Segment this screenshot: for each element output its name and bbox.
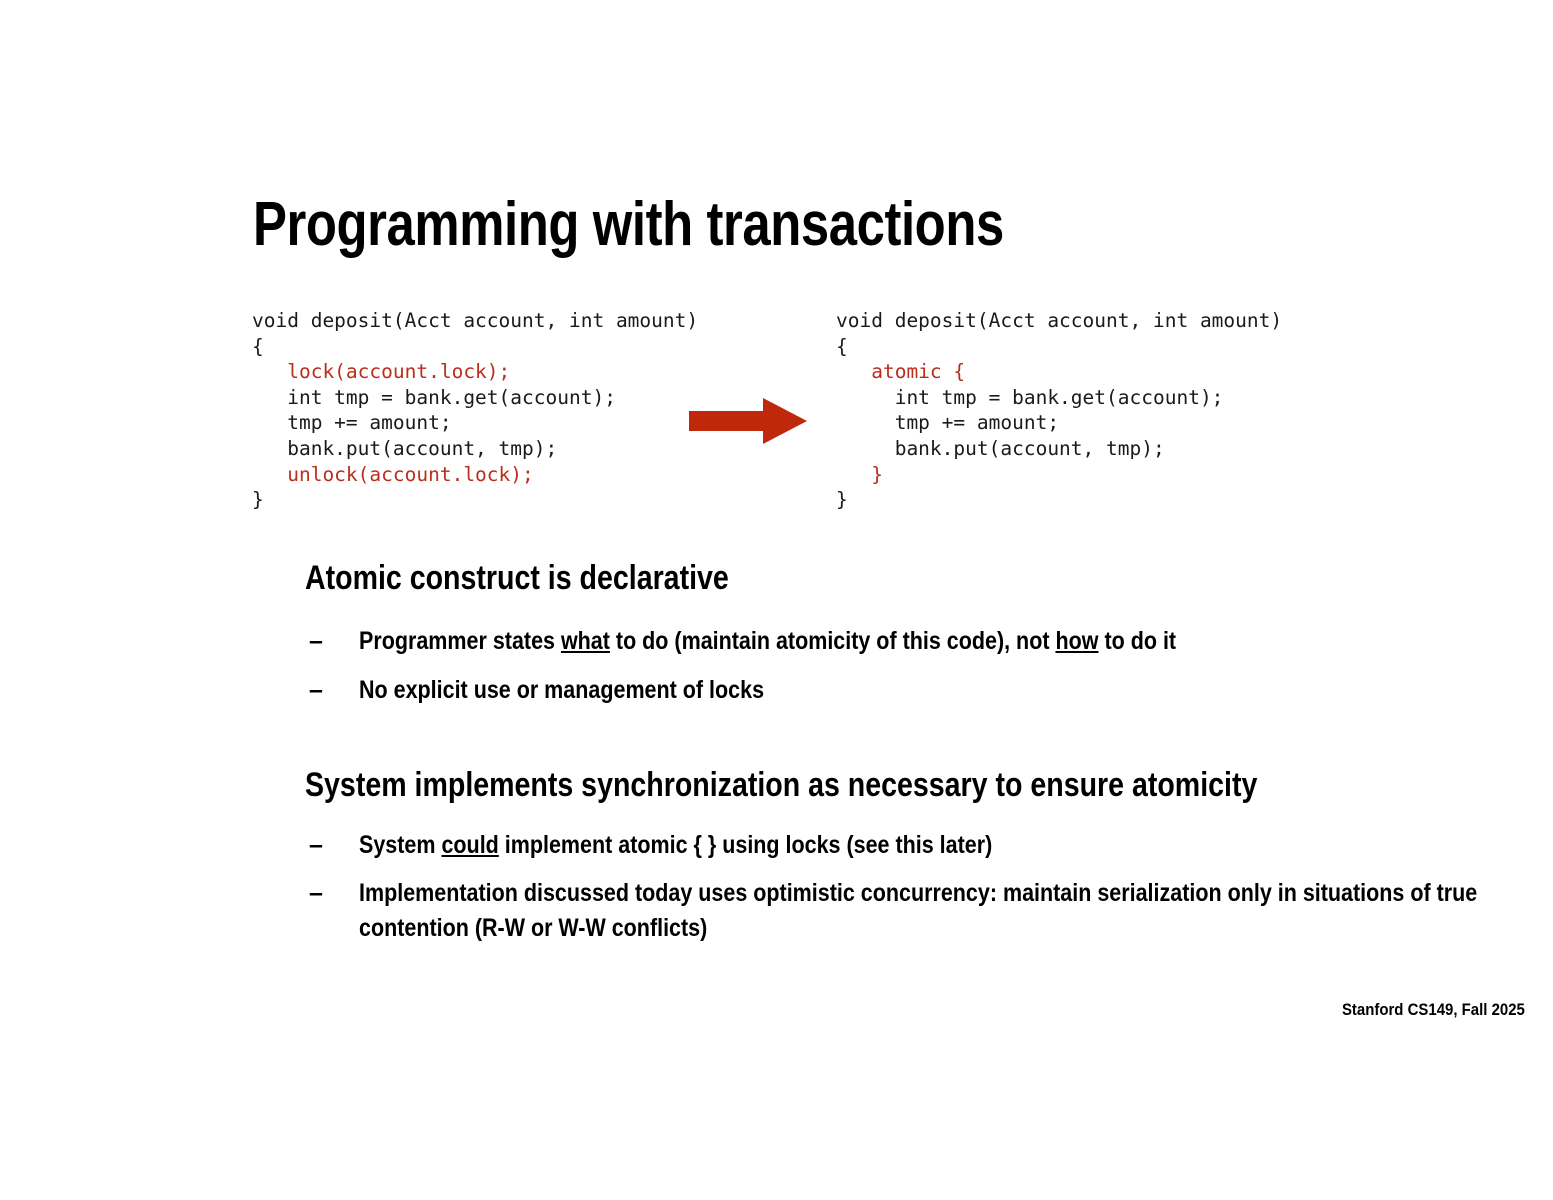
list-item: – No explicit use or management of locks (309, 673, 1209, 708)
text-run: System (359, 831, 442, 859)
emphasis-underline: what (560, 627, 610, 655)
code-line: } (836, 462, 883, 486)
section-heading-atomic-declarative: Atomic construct is declarative (305, 559, 729, 597)
text-run: Programmer states (359, 627, 561, 655)
code-line: atomic { (836, 360, 966, 384)
bullet-dash-icon: – (309, 676, 323, 704)
code-line: tmp += amount; (836, 411, 1060, 435)
code-line: bank.put(account, tmp); (836, 436, 1165, 460)
code-line: } (836, 488, 848, 512)
list-item-label: System could implement atomic { } using … (359, 828, 1357, 863)
code-line: void deposit(Acct account, int amount) (836, 309, 1283, 332)
code-line: lock(account.lock); (252, 360, 511, 384)
bullet-dash-icon: – (309, 627, 323, 655)
code-line: { (252, 334, 264, 358)
code-line: int tmp = bank.get(account); (252, 385, 616, 409)
code-block-lock-version: void deposit(Acct account, int amount) {… (252, 308, 698, 513)
emphasis-underline: how (1055, 627, 1099, 655)
text-run: No explicit use or management of locks (359, 676, 765, 704)
list-item: – Programmer states what to do (maintain… (309, 624, 1459, 659)
section-heading-system-synchronization: System implements synchronization as nec… (305, 766, 1258, 804)
text-run: to do it (1098, 627, 1177, 655)
code-line: { (836, 334, 848, 358)
list-item: – Implementation discussed today uses op… (309, 876, 1539, 946)
list-item-label: Programmer states what to do (maintain a… (359, 624, 1506, 659)
code-line: unlock(account.lock); (252, 462, 534, 486)
code-block-atomic-version: void deposit(Acct account, int amount) {… (836, 308, 1282, 513)
code-line: } (252, 488, 264, 512)
code-line: void deposit(Acct account, int amount) (252, 309, 699, 332)
list-item-label: Implementation discussed today uses opti… (359, 876, 1553, 946)
slide-footer: Stanford CS149, Fall 2025 (1342, 1000, 1525, 1019)
text-run: to do (maintain atomicity of this code),… (609, 627, 1056, 655)
code-line: int tmp = bank.get(account); (836, 385, 1224, 409)
bullet-dash-icon: – (309, 879, 323, 907)
list-item: – System could implement atomic { } usin… (309, 828, 1309, 863)
list-item-label: No explicit use or management of locks (359, 673, 1257, 708)
text-run: implement atomic { } using locks (see th… (498, 831, 993, 859)
code-line: bank.put(account, tmp); (252, 436, 558, 460)
page-title: Programming with transactions (253, 190, 1004, 259)
bullet-dash-icon: – (309, 831, 323, 859)
right-arrow-icon (689, 398, 807, 444)
text-run: Implementation discussed today uses opti… (359, 879, 1478, 942)
emphasis-underline: could (441, 831, 499, 859)
code-line: tmp += amount; (252, 411, 452, 435)
